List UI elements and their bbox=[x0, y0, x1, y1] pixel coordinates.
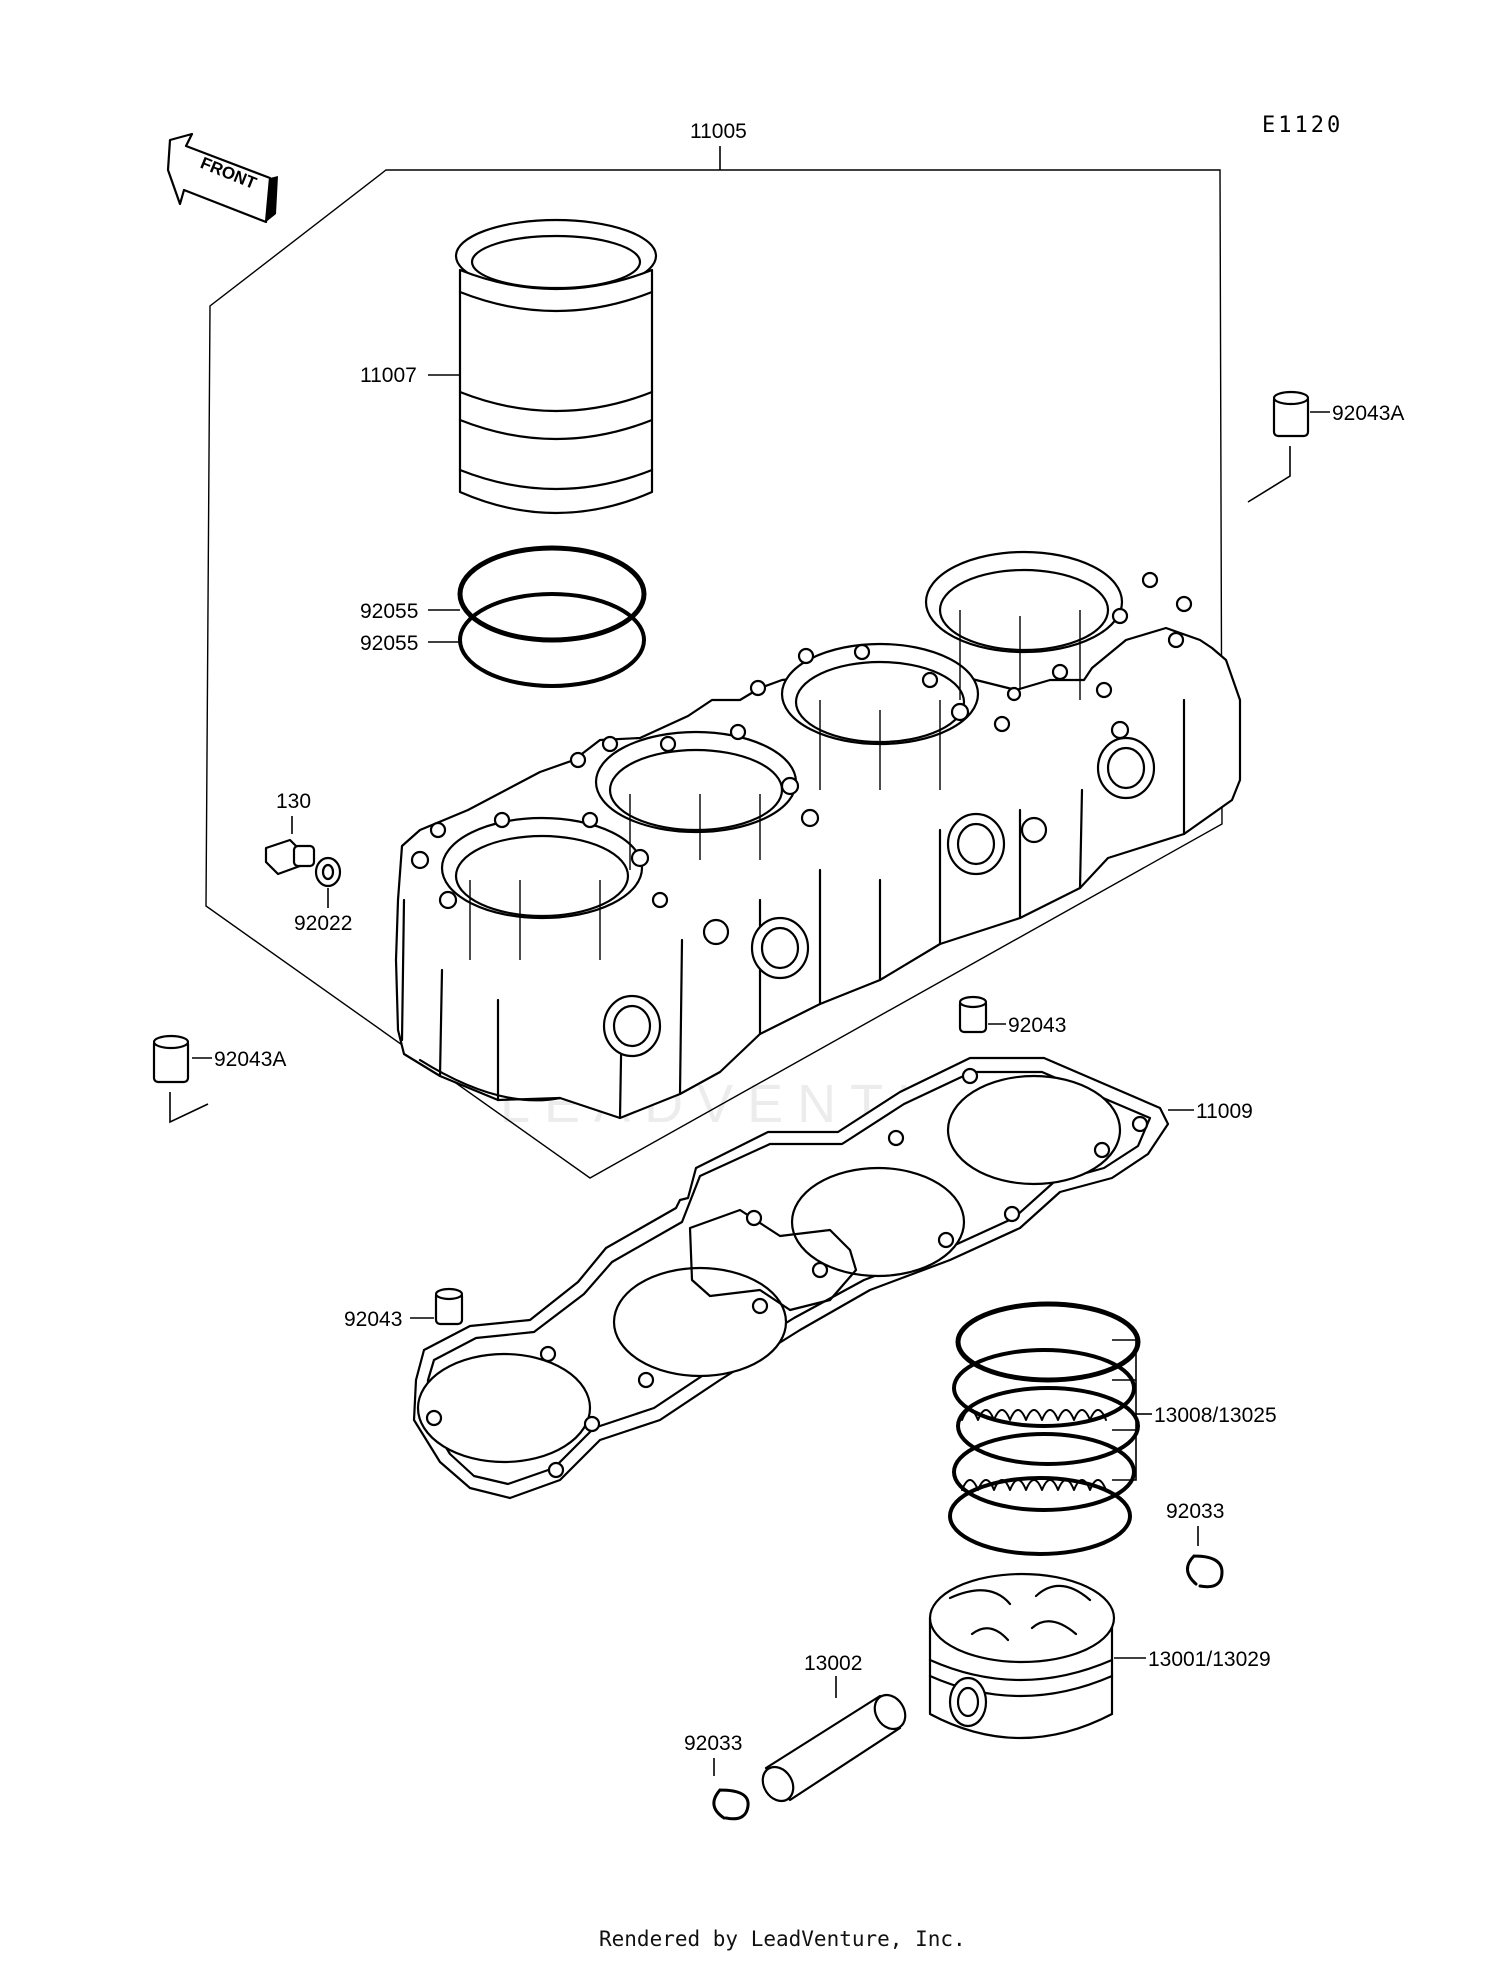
footer-credit: Rendered by LeadVenture, Inc. bbox=[599, 1927, 966, 1951]
label-circlip-right[interactable]: 92033 bbox=[1166, 1500, 1224, 1523]
dowel-pin-center[interactable] bbox=[958, 995, 988, 1034]
cylinder-block[interactable] bbox=[394, 550, 1242, 1120]
cylinder-sleeve[interactable] bbox=[454, 218, 658, 515]
dowel-pin-left[interactable] bbox=[152, 1034, 190, 1084]
piston-ring-set[interactable] bbox=[948, 1301, 1141, 1556]
piston[interactable] bbox=[928, 1572, 1116, 1739]
label-cylinder-sleeve[interactable]: 11007 bbox=[360, 364, 417, 387]
sleeve-o-rings[interactable] bbox=[457, 545, 647, 688]
dowel-pin-gasket-left[interactable] bbox=[434, 1287, 464, 1326]
base-gasket[interactable] bbox=[412, 1056, 1170, 1500]
label-circlip-left[interactable]: 92033 bbox=[684, 1732, 742, 1755]
dowel-pin-top-right[interactable] bbox=[1272, 390, 1310, 438]
circlip-left[interactable] bbox=[712, 1788, 750, 1821]
label-piston[interactable]: 13001/13029 bbox=[1148, 1648, 1271, 1671]
label-base-gasket[interactable]: 11009 bbox=[1196, 1100, 1253, 1123]
label-washer[interactable]: 92022 bbox=[294, 912, 352, 935]
label-dowel-top-right[interactable]: 92043A bbox=[1332, 402, 1404, 425]
diagram-code: E1120 bbox=[1262, 113, 1343, 138]
drain-bolt[interactable] bbox=[264, 838, 316, 876]
label-sleeve-ring-upper[interactable]: 92055 bbox=[360, 600, 418, 623]
piston-ring-bracket bbox=[1112, 1339, 1137, 1481]
label-dowel-left[interactable]: 92043A bbox=[214, 1048, 286, 1071]
label-cylinder-assembly[interactable]: 11005 bbox=[690, 120, 747, 143]
label-drain-bolt[interactable]: 130 bbox=[276, 790, 311, 813]
label-piston-ring-set[interactable]: 13008/13025 bbox=[1154, 1404, 1277, 1427]
label-sleeve-ring-lower[interactable]: 92055 bbox=[360, 632, 418, 655]
label-dowel-center[interactable]: 92043 bbox=[1008, 1014, 1066, 1037]
assembly-bracket bbox=[205, 169, 1223, 1179]
leader-dowel-left-2 bbox=[169, 1092, 209, 1124]
coolant-boss bbox=[602, 736, 1156, 1058]
piston-pin[interactable] bbox=[757, 1689, 912, 1806]
front-arrow-icon: FRONT bbox=[166, 132, 278, 224]
label-piston-pin[interactable]: 13002 bbox=[804, 1652, 862, 1675]
label-dowel-gasket-left[interactable]: 92043 bbox=[344, 1308, 402, 1331]
circlip-right[interactable] bbox=[1186, 1554, 1224, 1589]
sealing-washer[interactable] bbox=[314, 856, 342, 888]
leader-dowel-top-right-2 bbox=[1247, 446, 1291, 503]
